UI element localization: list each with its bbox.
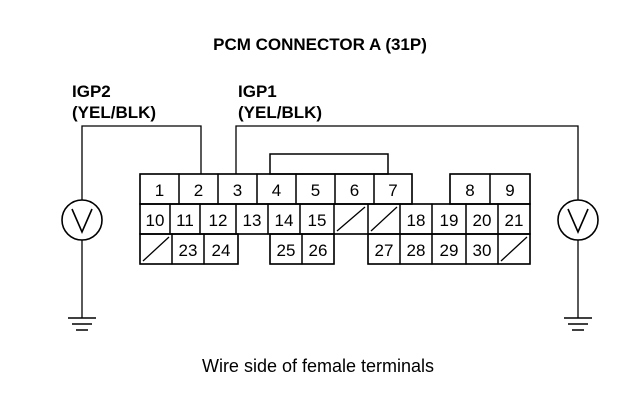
terminal-number-6: 6 (350, 181, 359, 200)
terminal-number-7: 7 (388, 181, 397, 200)
terminal-number-18: 18 (407, 211, 426, 230)
igp1-name: IGP1 (238, 82, 277, 101)
terminal-number-11: 11 (176, 211, 194, 230)
terminal-cell (301, 233, 335, 265)
terminal-number-13: 13 (243, 211, 262, 230)
terminal-cell (203, 233, 239, 265)
terminal-number-5: 5 (311, 181, 320, 200)
igp2-wire (81, 125, 202, 318)
terminal-number-4: 4 (272, 181, 281, 200)
unused-terminal-slash (336, 206, 366, 232)
terminal-number-8: 8 (465, 181, 474, 200)
igp1-wire (235, 125, 579, 318)
terminal-number-30: 30 (473, 241, 492, 260)
terminal-number-2: 2 (194, 181, 203, 200)
igp2-label: IGP2 (YEL/BLK) (72, 82, 156, 122)
terminal-number-29: 29 (440, 241, 459, 260)
unused-terminal-slash (500, 236, 528, 262)
diagram-title: PCM CONNECTOR A (31P) (213, 35, 427, 54)
terminal-number-3: 3 (233, 181, 242, 200)
igp2-color: (YEL/BLK) (72, 103, 156, 122)
connector-latch (269, 153, 389, 175)
terminal-cell (497, 233, 531, 265)
ground-icon (68, 317, 96, 331)
unused-terminal-slash (370, 206, 398, 232)
terminal-number-19: 19 (440, 211, 459, 230)
voltmeter-icon (557, 199, 599, 241)
diagram-caption: Wire side of female terminals (202, 356, 434, 376)
terminal-number-12: 12 (209, 211, 228, 230)
connector-body (139, 153, 531, 265)
ground-icon (564, 317, 592, 331)
terminal-number-21: 21 (505, 211, 524, 230)
terminal-number-26: 26 (309, 241, 328, 260)
terminal-number-20: 20 (473, 211, 492, 230)
terminal-number-9: 9 (505, 181, 514, 200)
terminal-number-24: 24 (212, 241, 231, 260)
igp1-label: IGP1 (YEL/BLK) (238, 82, 322, 122)
terminal-number-25: 25 (277, 241, 296, 260)
voltmeter-icon (61, 199, 103, 241)
igp2-name: IGP2 (72, 82, 111, 101)
terminal-number-15: 15 (308, 211, 327, 230)
terminal-number-14: 14 (275, 211, 294, 230)
terminal-number-10: 10 (146, 211, 165, 230)
unused-terminal-slash (142, 236, 170, 262)
terminal-number-27: 27 (375, 241, 394, 260)
terminal-number-1: 1 (155, 181, 164, 200)
terminal-number-23: 23 (179, 241, 198, 260)
igp1-color: (YEL/BLK) (238, 103, 322, 122)
terminal-number-28: 28 (407, 241, 426, 260)
